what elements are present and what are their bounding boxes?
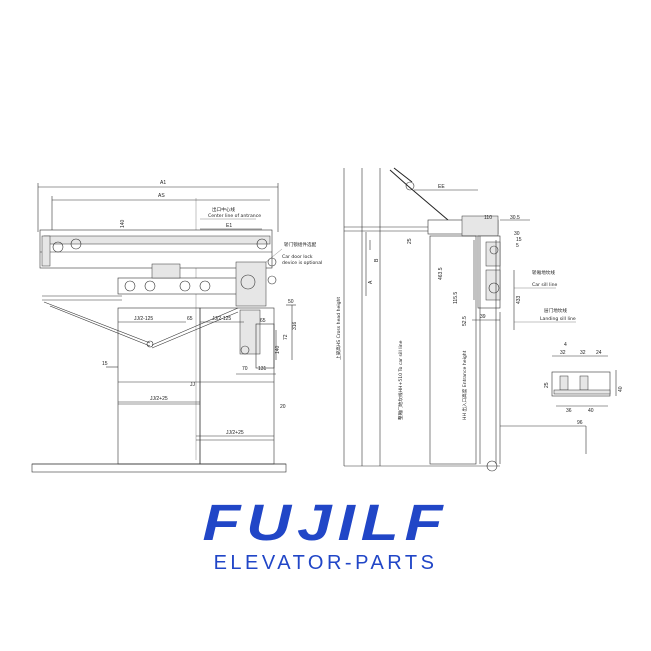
landing-sill-en: Landing sill line <box>540 316 576 322</box>
dim-jj125-left: JJ/2-125 <box>134 316 153 322</box>
dim-52-5: 52.5 <box>462 316 468 326</box>
dim-15r: 15 <box>516 237 522 243</box>
dim-a1: A1 <box>160 180 166 186</box>
dim-jj25-upper: JJ/2+25 <box>150 396 168 402</box>
dim-65: 65 <box>187 316 193 322</box>
dim-jj25-lower: JJ/2+25 <box>226 430 244 436</box>
dim-65c: 65 <box>260 318 266 324</box>
sill-dim-4: 4 <box>564 342 567 348</box>
lock-en1: Car door lock <box>282 254 313 260</box>
brand-logo: FUJILF <box>202 494 449 552</box>
sill-dim-40: 40 <box>618 386 624 392</box>
landing-sill-cn: 层门地坎线 <box>544 307 567 314</box>
dim-30-5: 30.5 <box>510 215 520 221</box>
dim-a: A <box>368 280 374 284</box>
dim-ee: EE <box>438 184 445 190</box>
dim-25: 25 <box>407 238 413 244</box>
lock-en2: device is optional <box>282 260 322 266</box>
sill-dim-24: 24 <box>596 350 602 356</box>
dim-39: 39 <box>480 314 486 320</box>
car-sill-cn: 轿厢地坎线 <box>532 269 555 276</box>
to-car-sill-label: 整厢门地坎线HH+510 To car sill line <box>397 340 404 420</box>
dim-15: 15 <box>102 361 108 367</box>
sill-dim-36: 36 <box>566 408 572 414</box>
dim-115-5: 115.5 <box>453 292 459 304</box>
sill-detail: 4 32 32 24 25 40 36 40 96 <box>500 342 624 454</box>
dim-jj125-right: JJ/2-125 <box>212 316 231 322</box>
center-line-en: Center line of antrance <box>208 213 261 219</box>
dim-e1: E1 <box>226 223 232 229</box>
sill-dim-32b: 32 <box>580 350 586 356</box>
entrance-label: HH 出入口高度 Entrance height <box>461 350 468 420</box>
dim-140b: 140 <box>275 345 281 354</box>
dim-50: 50 <box>288 299 294 305</box>
brand-subtitle: ELEVATOR-PARTS <box>213 552 438 574</box>
lock-cn: 轿门锁组件选配 <box>284 241 317 248</box>
sill-dim-96: 96 <box>577 420 583 426</box>
dim-433: 433 <box>516 295 522 304</box>
dim-as: AS <box>158 193 165 199</box>
dim-jj: JJ <box>190 382 196 388</box>
dim-70: 70 <box>242 366 248 372</box>
dim-316: 316 <box>292 321 298 330</box>
sill-dim-32a: 32 <box>560 350 566 356</box>
front-view: A1 AS 140 出口中心线 Center line of antrance … <box>31 180 322 473</box>
dim-463-5: 463.5 <box>438 267 444 280</box>
side-view: EE 110 30.5 30 15 5 25 463.5 115.5 52.5 … <box>335 167 576 472</box>
center-line-cn: 出口中心线 <box>212 206 235 213</box>
dim-5: 5 <box>516 243 519 249</box>
sill-dim-25: 25 <box>544 382 550 388</box>
dim-72: 72 <box>283 334 289 340</box>
headroom-label: 上梁高HS Cross head height <box>335 297 342 360</box>
car-sill-en: Car sill line <box>532 282 558 288</box>
dim-131: 131 <box>258 366 267 372</box>
dim-110: 110 <box>484 215 492 221</box>
sill-dim-40b: 40 <box>588 408 594 414</box>
dim-b: B <box>374 258 380 262</box>
dim-20: 20 <box>280 404 286 410</box>
dim-140: 140 <box>120 219 126 228</box>
dim-30: 30 <box>514 231 520 237</box>
